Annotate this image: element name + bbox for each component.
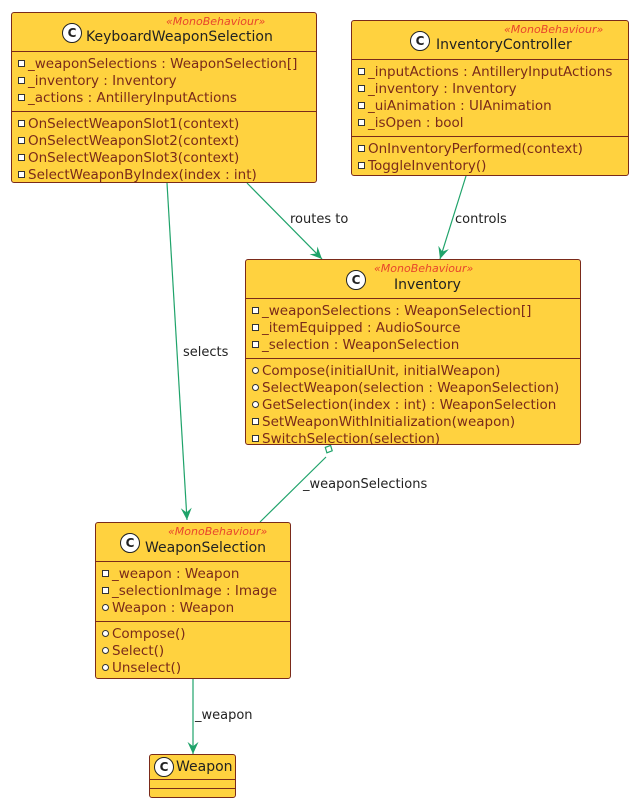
class-keyboard-weapon-selection[interactable]: C «MonoBehaviour» KeyboardWeaponSelectio… — [11, 12, 317, 183]
class-name: InventoryController — [436, 37, 572, 53]
edge-keyboard-to-inventory — [246, 182, 323, 260]
private-visibility-icon — [102, 570, 109, 577]
private-visibility-icon — [252, 418, 259, 425]
methods-section — [150, 789, 235, 795]
methods-section: OnSelectWeaponSlot1(context) OnSelectWea… — [12, 112, 316, 188]
class-c-icon: C — [154, 757, 174, 777]
edge-label-routes-to: routes to — [290, 212, 349, 227]
field-row: _inventory : Inventory — [358, 81, 628, 98]
method-row: SetWeaponWithInitialization(weapon) — [252, 414, 580, 431]
fields-section: _weaponSelections : WeaponSelection[] _i… — [246, 299, 580, 359]
class-inventory[interactable]: C «MonoBehaviour» Inventory _weaponSelec… — [245, 259, 581, 447]
private-visibility-icon — [18, 60, 25, 67]
class-name: Weapon — [176, 759, 233, 775]
method-row: OnSelectWeaponSlot2(context) — [18, 133, 316, 150]
edge-label-weapon: _weapon — [195, 708, 253, 723]
private-visibility-icon — [18, 77, 25, 84]
methods-section: Compose() Select() Unselect() — [96, 622, 290, 681]
private-visibility-icon — [358, 85, 365, 92]
field-row: _weapon : Weapon — [102, 566, 290, 583]
method-row: Compose() — [102, 626, 290, 643]
field-row: _inventory : Inventory — [18, 73, 316, 90]
class-c-icon: C — [410, 31, 430, 51]
class-weapon-selection[interactable]: C «MonoBehaviour» WeaponSelection _weapo… — [95, 522, 291, 679]
private-visibility-icon — [358, 119, 365, 126]
class-c-icon: C — [120, 533, 140, 553]
method-row: SwitchSelection(selection) — [252, 431, 580, 448]
class-name: KeyboardWeaponSelection — [86, 29, 273, 45]
private-visibility-icon — [252, 341, 259, 348]
private-visibility-icon — [18, 154, 25, 161]
private-visibility-icon — [252, 324, 259, 331]
public-visibility-icon — [102, 630, 109, 637]
private-visibility-icon — [18, 94, 25, 101]
method-row: GetSelection(index : int) : WeaponSelect… — [252, 397, 580, 414]
private-visibility-icon — [358, 102, 365, 109]
field-row: Weapon : Weapon — [102, 600, 290, 617]
class-weapon[interactable]: C Weapon — [149, 754, 236, 798]
class-header: C «MonoBehaviour» WeaponSelection — [96, 523, 290, 562]
class-c-icon: C — [62, 23, 82, 43]
fields-section — [150, 780, 235, 789]
private-visibility-icon — [18, 120, 25, 127]
field-row: _uiAnimation : UIAnimation — [358, 98, 628, 115]
method-row: OnSelectWeaponSlot1(context) — [18, 116, 316, 133]
field-row: _weaponSelections : WeaponSelection[] — [18, 56, 316, 73]
method-row: ToggleInventory() — [358, 158, 628, 175]
fields-section: _inputActions : AntilleryInputActions _i… — [352, 60, 628, 137]
private-visibility-icon — [358, 145, 365, 152]
stereotype-label: «MonoBehaviour» — [374, 262, 474, 275]
class-name: WeaponSelection — [145, 540, 267, 556]
public-visibility-icon — [102, 647, 109, 654]
field-row: _inputActions : AntilleryInputActions — [358, 64, 628, 81]
private-visibility-icon — [252, 435, 259, 442]
fields-section: _weaponSelections : WeaponSelection[] _i… — [12, 52, 316, 112]
class-inventory-controller[interactable]: C «MonoBehaviour» InventoryController _i… — [351, 20, 629, 176]
field-row: _actions : AntilleryInputActions — [18, 90, 316, 107]
edge-label-selects: selects — [183, 345, 229, 360]
private-visibility-icon — [18, 137, 25, 144]
aggregation-diamond-icon — [324, 444, 333, 454]
method-row: SelectWeapon(selection : WeaponSelection… — [252, 380, 580, 397]
field-row: _itemEquipped : AudioSource — [252, 320, 580, 337]
field-row: _selectionImage : Image — [102, 583, 290, 600]
public-visibility-icon — [252, 367, 259, 374]
field-row: _selection : WeaponSelection — [252, 337, 580, 354]
field-row: _isOpen : bool — [358, 115, 628, 132]
methods-section: OnInventoryPerformed(context) ToggleInve… — [352, 137, 628, 179]
edge-inventory-aggregates-weapon-selection — [259, 456, 327, 523]
private-visibility-icon — [18, 171, 25, 178]
class-c-icon: C — [346, 270, 366, 290]
field-row: _weaponSelections : WeaponSelection[] — [252, 303, 580, 320]
class-header: C Weapon — [150, 755, 235, 780]
method-row: OnSelectWeaponSlot3(context) — [18, 150, 316, 167]
private-visibility-icon — [358, 68, 365, 75]
public-visibility-icon — [252, 401, 259, 408]
public-visibility-icon — [102, 604, 109, 611]
fields-section: _weapon : Weapon _selectionImage : Image… — [96, 562, 290, 622]
public-visibility-icon — [252, 384, 259, 391]
private-visibility-icon — [358, 162, 365, 169]
edge-label-weapon-selections: _weaponSelections — [303, 477, 428, 492]
private-visibility-icon — [252, 307, 259, 314]
method-row: OnInventoryPerformed(context) — [358, 141, 628, 158]
public-visibility-icon — [102, 664, 109, 671]
stereotype-label: «MonoBehaviour» — [166, 15, 266, 28]
stereotype-label: «MonoBehaviour» — [504, 23, 604, 36]
edge-keyboard-to-weapon-selection — [166, 182, 192, 521]
method-row: Compose(initialUnit, initialWeapon) — [252, 363, 580, 380]
class-header: C «MonoBehaviour» KeyboardWeaponSelectio… — [12, 13, 316, 52]
class-header: C «MonoBehaviour» InventoryController — [352, 21, 628, 60]
method-row: Unselect() — [102, 660, 290, 677]
methods-section: Compose(initialUnit, initialWeapon) Sele… — [246, 359, 580, 452]
private-visibility-icon — [102, 587, 109, 594]
edge-controller-to-inventory — [438, 175, 467, 260]
stereotype-label: «MonoBehaviour» — [168, 525, 268, 538]
edge-label-controls: controls — [455, 212, 507, 227]
method-row: SelectWeaponByIndex(index : int) — [18, 167, 316, 184]
method-row: Select() — [102, 643, 290, 660]
class-header: C «MonoBehaviour» Inventory — [246, 260, 580, 299]
class-name: Inventory — [394, 277, 461, 293]
